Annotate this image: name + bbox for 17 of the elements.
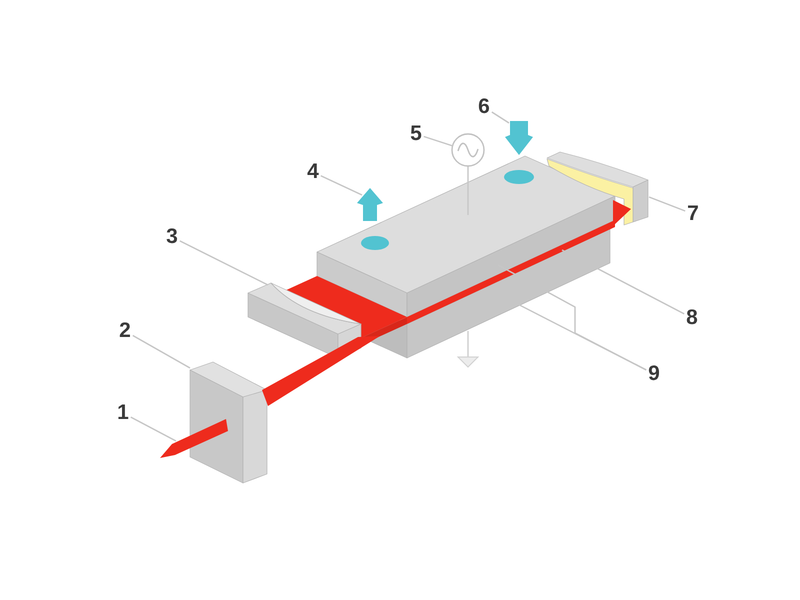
leader-line: [491, 111, 510, 124]
callout-number: 6: [477, 96, 491, 118]
leader-line: [648, 196, 686, 212]
callout-number: 4: [306, 161, 320, 183]
leader-line: [562, 249, 685, 315]
leader-line: [424, 136, 454, 147]
leader-line: [179, 240, 268, 286]
callout-number: 1: [116, 402, 130, 424]
leader-line: [130, 416, 176, 442]
callout-number: 2: [118, 320, 132, 342]
callout-number: 3: [165, 226, 179, 248]
callout-number: 9: [647, 363, 661, 385]
leader-line: [320, 175, 362, 196]
callout-number: 8: [685, 307, 699, 329]
callout-number: 7: [686, 203, 700, 225]
leader-line: [132, 334, 190, 369]
callout-number: 5: [409, 123, 423, 145]
